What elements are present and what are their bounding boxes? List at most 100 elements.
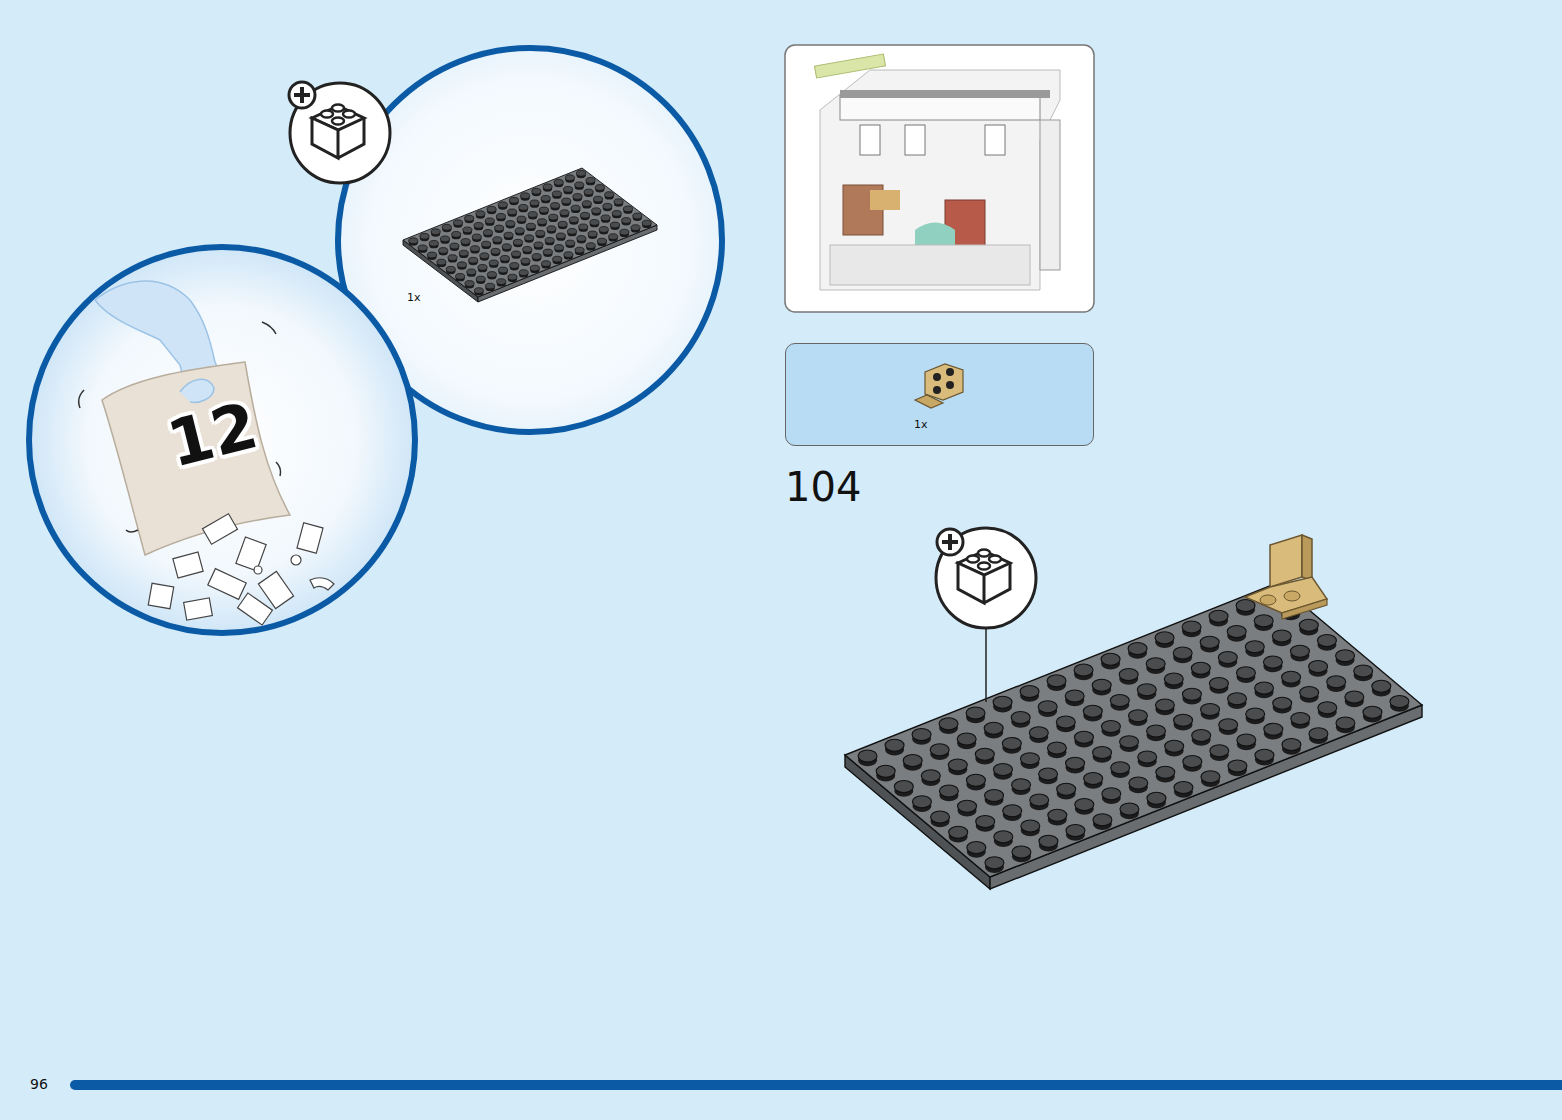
new-bag-icon	[936, 528, 1036, 702]
stud-top	[1228, 760, 1247, 772]
plate-part	[403, 168, 657, 302]
page-number: 96	[30, 1076, 48, 1092]
stud-top	[1299, 619, 1318, 631]
stud-top	[461, 239, 470, 245]
stud-top	[558, 221, 567, 227]
stud-top	[521, 193, 530, 199]
stud-top	[582, 201, 591, 207]
stud-top	[534, 242, 543, 248]
stud-top	[483, 230, 492, 236]
stud-top	[1183, 756, 1202, 768]
bracket-part	[915, 364, 963, 408]
stud-top	[469, 257, 478, 263]
stud-top	[1255, 749, 1274, 761]
stud-top	[975, 748, 994, 760]
stud-top	[465, 215, 474, 221]
step-number: 104	[785, 464, 861, 510]
stud-top	[939, 718, 958, 730]
stud-top	[1039, 768, 1058, 780]
stud-top	[528, 212, 537, 218]
stud-top	[586, 177, 595, 183]
stud-top	[858, 750, 877, 762]
stud-top	[485, 218, 494, 224]
stud-top	[1209, 610, 1228, 622]
part-count: 1x	[407, 291, 421, 304]
stud-top	[1002, 738, 1021, 750]
stud-top	[1020, 686, 1039, 698]
stud-top	[601, 215, 610, 221]
stud-top	[566, 240, 575, 246]
stud-top	[1174, 782, 1193, 794]
stud-top	[541, 195, 550, 201]
stud-top	[966, 707, 985, 719]
stud-top	[1111, 762, 1130, 774]
stud-top	[485, 283, 494, 289]
stud-top	[1137, 684, 1156, 696]
stud-top	[1236, 667, 1255, 679]
stud-top	[491, 248, 500, 254]
stud-top	[465, 281, 474, 287]
stud-top	[1200, 636, 1219, 648]
stud-top	[571, 205, 580, 211]
stud-top	[967, 842, 986, 854]
stud-top	[453, 220, 462, 226]
stud-top	[1246, 708, 1265, 720]
stud-top	[1201, 771, 1220, 783]
stud-top	[549, 214, 558, 220]
stud-top	[1372, 680, 1391, 692]
stud-top	[497, 279, 506, 285]
stud-top	[1345, 691, 1364, 703]
stud-top	[521, 258, 530, 264]
stud-top	[452, 231, 461, 237]
stud-top	[530, 200, 539, 206]
stud-top	[506, 221, 515, 227]
stud-top	[912, 729, 931, 741]
stud-top	[1128, 710, 1147, 722]
stud-top	[614, 199, 623, 205]
stud-top	[1012, 779, 1031, 791]
stud-top	[536, 230, 545, 236]
stud-top	[931, 811, 950, 823]
stud-top	[1309, 728, 1328, 740]
stud-top	[448, 255, 457, 261]
stud-top	[586, 243, 595, 249]
stud-top	[508, 209, 517, 215]
stud-top	[957, 733, 976, 745]
stud-top	[504, 232, 513, 238]
stud-top	[1236, 600, 1255, 612]
footer-bar	[75, 1080, 1562, 1090]
stud-top	[573, 194, 582, 200]
plate-top	[403, 168, 657, 297]
stud-top	[1029, 727, 1048, 739]
stud-top	[894, 781, 913, 793]
stud-top	[579, 224, 588, 230]
stud-top	[420, 233, 429, 239]
plate-top	[845, 583, 1422, 877]
stud-top	[569, 217, 578, 223]
stud-top	[530, 265, 539, 271]
stud-top	[1047, 675, 1066, 687]
stud-top	[1101, 721, 1120, 733]
stud-top	[1155, 632, 1174, 644]
stud-top	[517, 216, 526, 222]
stud-top	[456, 273, 465, 279]
stud-top	[1065, 690, 1084, 702]
stud-top	[495, 225, 504, 231]
stud-top	[1147, 725, 1166, 737]
stud-top	[489, 260, 498, 266]
stud-top	[550, 203, 559, 209]
stud-top	[541, 261, 550, 267]
stud-top	[482, 241, 491, 247]
stud-top	[478, 264, 487, 270]
stud-top	[1092, 679, 1111, 691]
stud-top	[1075, 799, 1094, 811]
plate-step	[845, 583, 1422, 889]
bracket-on-plate	[1245, 535, 1327, 619]
stud-top	[590, 219, 599, 225]
stud-top	[439, 248, 448, 254]
stud-top	[1056, 716, 1075, 728]
stud-top	[1255, 682, 1274, 694]
stud-top	[545, 237, 554, 243]
stud-top	[1263, 656, 1282, 668]
